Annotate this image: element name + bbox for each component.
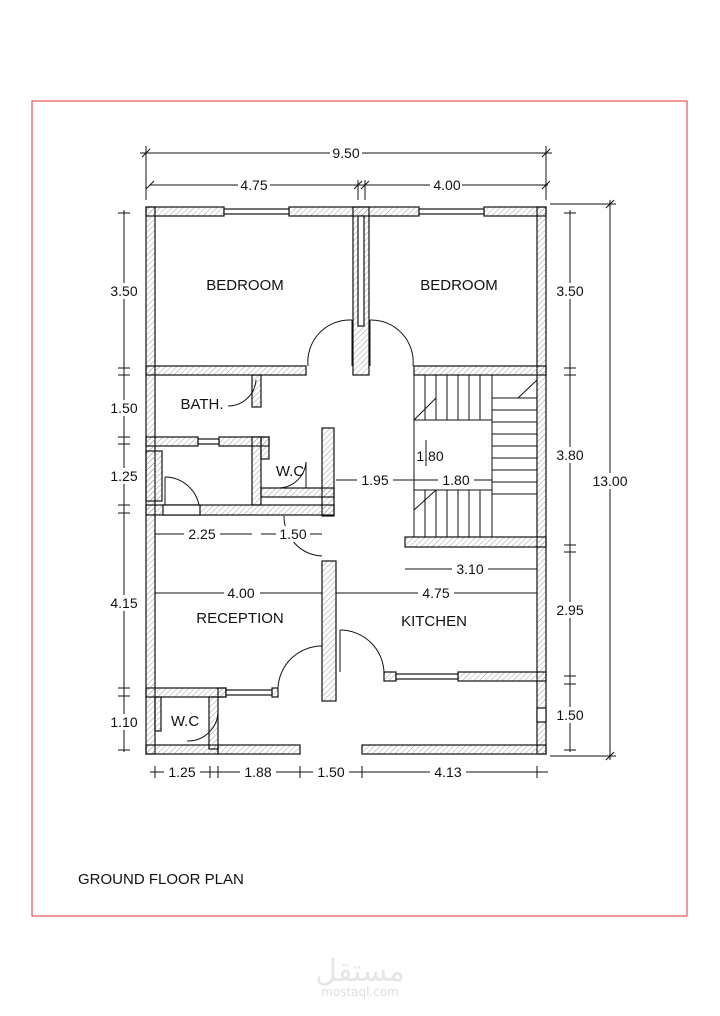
- plan-title: GROUND FLOOR PLAN: [78, 871, 244, 888]
- dim-left-wc-lower: 1.10: [110, 714, 137, 730]
- room-bedroom-right: BEDROOM: [420, 277, 498, 294]
- dim-left-bedroom: 3.50: [110, 283, 137, 299]
- room-bedroom-left: BEDROOM: [206, 277, 284, 294]
- dim-bottom-door: 1.50: [317, 764, 344, 780]
- dim-wc-width: 1.50: [279, 526, 306, 542]
- dim-bottom-kitchen: 4.13: [434, 764, 461, 780]
- room-wc-lower: W.C: [171, 713, 199, 730]
- dim-left-reception: 4.15: [110, 595, 137, 611]
- dim-reception-width: 4.00: [227, 585, 254, 601]
- dim-left-wc: 1.25: [110, 468, 137, 484]
- dim-right-stair: 3.80: [556, 447, 583, 463]
- dim-corridor: 1.95: [361, 472, 388, 488]
- dim-left-bath: 1.50: [110, 400, 137, 416]
- walls: [145, 206, 547, 755]
- dim-stair-rise: 1.80: [416, 448, 443, 464]
- room-bath: BATH.: [180, 396, 223, 413]
- dim-right-entry: 1.50: [556, 707, 583, 723]
- dim-top-right: 4.00: [433, 177, 460, 193]
- dim-bottom-wc: 1.25: [168, 764, 195, 780]
- dim-bottom-reception: 1.88: [244, 764, 271, 780]
- watermark-arabic: مستقل: [315, 954, 405, 989]
- room-reception: RECEPTION: [196, 610, 284, 627]
- door-swings: [164, 319, 414, 742]
- dim-stair-width: 3.10: [456, 561, 483, 577]
- room-labels: BEDROOM BEDROOM BATH. W.C RECEPTION KITC…: [171, 277, 498, 730]
- dim-overall-width: 9.50: [332, 145, 359, 161]
- staircase: [413, 374, 538, 538]
- dim-bath-width: 2.25: [188, 526, 215, 542]
- dim-right-bedroom: 3.50: [556, 283, 583, 299]
- room-wc-upper: W.C: [276, 463, 304, 480]
- dim-stair-run: 1.80: [442, 472, 469, 488]
- watermark: مستقل mostaql.com: [315, 954, 405, 999]
- dim-overall-height: 13.00: [592, 473, 627, 489]
- watermark-latin: mostaql.com: [321, 985, 399, 999]
- dim-right-kitchen: 2.95: [556, 602, 583, 618]
- dim-kitchen-width: 4.75: [422, 585, 449, 601]
- drawing-frame: [31, 100, 688, 917]
- dimension-labels: 9.50 4.75 4.00 3.50 1.50 1.25 4.15 1.10 …: [108, 144, 630, 780]
- room-kitchen: KITCHEN: [401, 613, 467, 630]
- dim-top-left: 4.75: [240, 177, 267, 193]
